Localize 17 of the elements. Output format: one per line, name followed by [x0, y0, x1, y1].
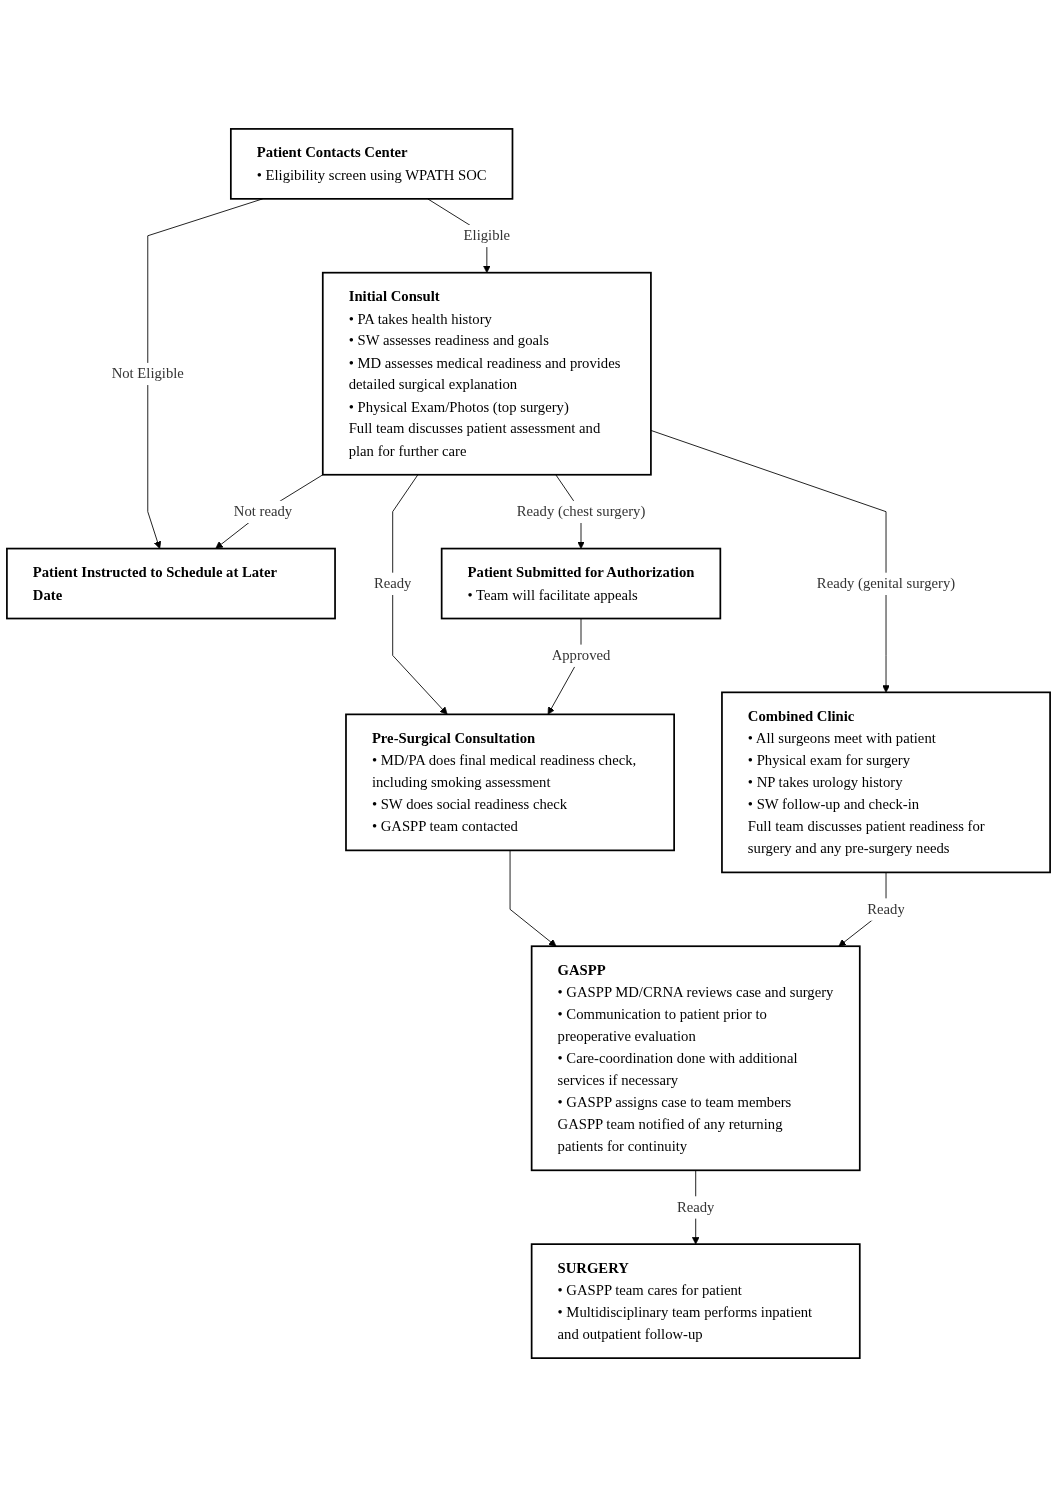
node-box: Combined Clinic • All surgeons meet with patient • Physical exam for surgery • NP takes urology history • SW follow-up and check-in Full team discusses patient readiness for surgery and any pre-surgery needs: [721, 691, 1051, 874]
edge-label: Ready: [676, 1199, 715, 1216]
node-box: GASPP • GASPP MD/CRNA reviews case and surgery • Communication to patient prior to preoperative evaluation • Care-coordination done with additional services if necessary • GASPP assigns case to team members GASPP team notified of any returning patients for continuity: [530, 945, 861, 1172]
edge-label: Not Eligible: [111, 365, 184, 383]
edge-label: Ready: [867, 901, 905, 918]
edge-label: Ready: [373, 575, 412, 593]
edge-label: Ready (chest surgery): [516, 503, 646, 521]
edge-label: Ready (genital surgery): [816, 575, 956, 593]
node-box: Initial Consult • PA takes health history • SW assesses readiness and goals • MD assesses medical readiness and provides detailed surgical explanation • Physical Exam/Photos (top surgery) Full team discusses patient assessment and plan for further care: [321, 272, 652, 477]
node-box: Patient Instructed to Schedule at Later Date: [6, 548, 336, 620]
node-box: Pre-Surgical Consultation • MD/PA does final medical readiness check, including smoking assessment • SW does social readiness check • GASPP team contacted: [345, 714, 675, 852]
edge-label: Not ready: [233, 503, 293, 521]
node-box: SURGERY • GASPP team cares for patient • Multidisciplinary team performs inpatient and outpatient follow-up: [530, 1243, 861, 1360]
node-box: Patient Submitted for Authorization • Team will facilitate appeals: [440, 548, 722, 620]
edge-label: Approved: [551, 647, 611, 664]
node-box: Patient Contacts Center • Eligibility screen using WPATH SOC: [229, 128, 514, 201]
edge-label: Eligible: [463, 227, 511, 245]
